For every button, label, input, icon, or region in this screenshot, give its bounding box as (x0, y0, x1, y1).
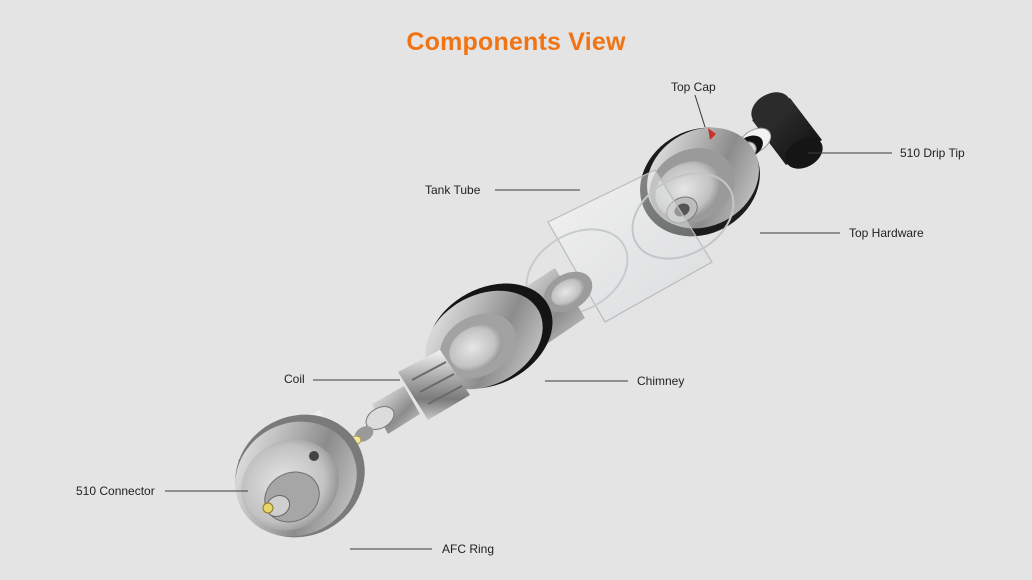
page-title: Components View (406, 28, 626, 56)
label-drip-tip: 510 Drip Tip (900, 146, 965, 160)
coil-part (350, 350, 470, 445)
leader-lines (165, 94, 892, 550)
label-tank-tube: Tank Tube (425, 183, 481, 197)
chimney-part (425, 268, 593, 390)
label-afc-ring: AFC Ring (442, 542, 495, 556)
label-chimney: Chimney (637, 374, 685, 388)
leader-top-cap (694, 94, 706, 128)
label-top-cap: Top Cap (671, 80, 716, 94)
label-top-hardware: Top Hardware (849, 226, 924, 240)
base-part (235, 410, 365, 538)
label-coil: Coil (284, 372, 305, 386)
label-connector: 510 Connector (76, 484, 155, 498)
